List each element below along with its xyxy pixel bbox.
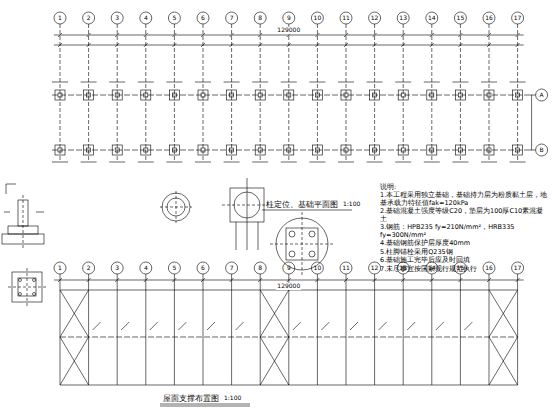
footing-section (2, 184, 46, 306)
axis-number: 10 (311, 15, 323, 22)
axis-number: 16 (483, 15, 495, 22)
axis-number: 2 (83, 15, 95, 22)
axis-number: 8 (254, 265, 266, 272)
axis-number: 6 (197, 15, 209, 22)
axis-number: 6 (197, 265, 209, 272)
axis-number: 1 (54, 265, 66, 272)
roof-bracing-plan (54, 262, 524, 406)
axis-letter: B (536, 147, 548, 154)
note-text: 5.柱脚锚栓采用Q235钢 (380, 249, 550, 256)
axis-number: 3 (111, 15, 123, 22)
axis-number: 4 (140, 15, 152, 22)
axis-number: 12 (369, 15, 381, 22)
axis-number: 12 (369, 265, 381, 272)
note-text: 1.本工程采用独立基础，基础持力层为粉质黏土层，地基承载力特征值fak=120k… (380, 192, 550, 207)
axis-number: 2 (83, 265, 95, 272)
axis-number: 1 (54, 15, 66, 22)
axis-number: 14 (426, 265, 438, 272)
base-plate-detail (270, 212, 334, 276)
axis-letter: A (536, 92, 548, 99)
scale: 1:100 (342, 201, 361, 208)
axis-number: 5 (168, 15, 180, 22)
note-text: 3.钢筋：HPB235 fy=210N/mm²，HRB335 fy=300N/m… (380, 224, 550, 239)
axis-number: 11 (340, 15, 352, 22)
drawing-title: 柱定位、基础平面图 (265, 200, 339, 209)
dimension: 129000 (276, 283, 301, 290)
axis-number: 17 (512, 15, 524, 22)
axis-number: 3 (111, 265, 123, 272)
axis-number: 13 (397, 265, 409, 272)
pile-cap-detail (222, 178, 272, 250)
drawing-title: 屋面支撑布置图 (162, 394, 220, 403)
axis-number: 10 (311, 265, 323, 272)
axis-number: 13 (397, 15, 409, 22)
dimension: 129000 (276, 27, 301, 34)
axis-number: 16 (483, 265, 495, 272)
column-detail (160, 191, 192, 223)
axis-number: 8 (254, 15, 266, 22)
axis-number: 5 (168, 265, 180, 272)
axis-number: 9 (283, 15, 295, 22)
note-text: 2.基础混凝土强度等级C20，垫层为100厚C10素混凝土 (380, 208, 550, 223)
axis-number: 4 (140, 265, 152, 272)
axis-number: 15 (454, 265, 466, 272)
axis-number: 9 (283, 265, 295, 272)
foundation-plan (52, 12, 548, 210)
axis-number: 11 (340, 265, 352, 272)
axis-number: 7 (226, 15, 238, 22)
axis-number: 7 (226, 265, 238, 272)
axis-number: 14 (426, 15, 438, 22)
notes-heading: 说明: (380, 184, 550, 191)
axis-number: 15 (454, 15, 466, 22)
scale: 1:100 (223, 395, 242, 402)
note-text: 4.基础钢筋保护层厚度40mm (380, 240, 550, 247)
axis-number: 17 (512, 265, 524, 272)
